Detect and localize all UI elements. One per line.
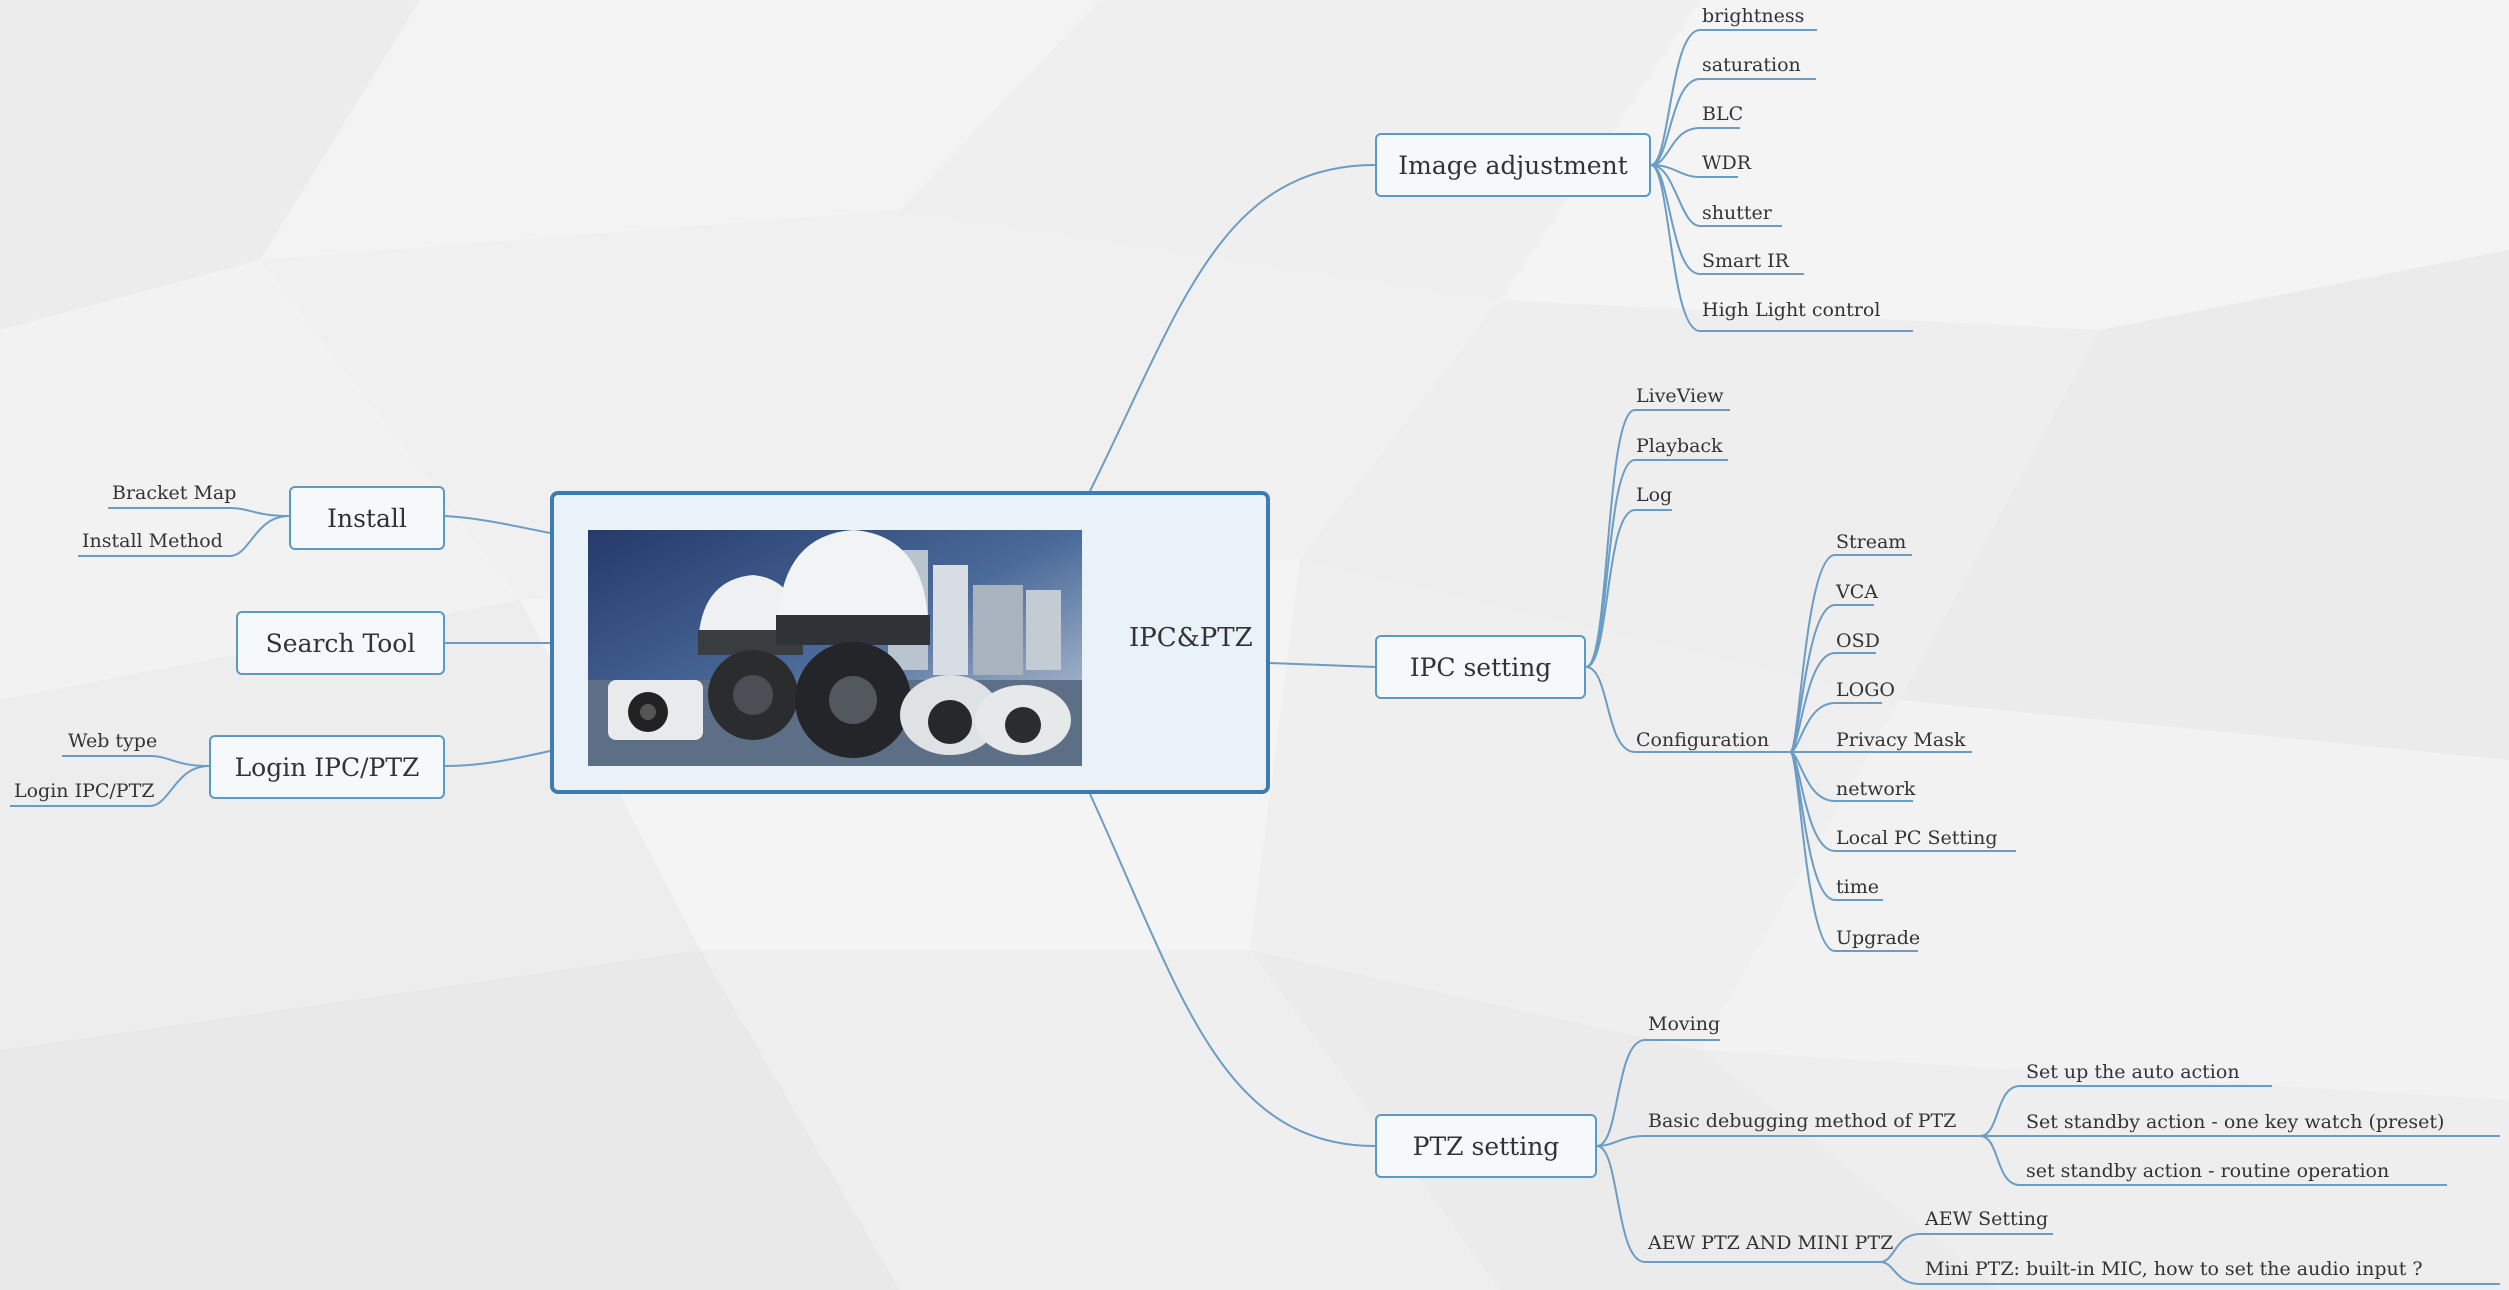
leaf-moving[interactable]: Moving [1648, 1013, 1721, 1035]
root-node[interactable]: IPC&PTZ [550, 491, 1270, 794]
leaf-saturation[interactable]: saturation [1702, 54, 1801, 76]
leaf-network[interactable]: network [1836, 778, 1916, 800]
leaf-smart-ir[interactable]: Smart IR [1702, 250, 1789, 272]
node-ptz-setting[interactable]: PTZ setting [1375, 1114, 1597, 1178]
leaf-vca[interactable]: VCA [1836, 581, 1878, 603]
leaf-one-key-watch[interactable]: Set standby action - one key watch (pres… [2026, 1111, 2445, 1133]
node-login[interactable]: Login IPC/PTZ [209, 735, 445, 799]
root-label: IPC&PTZ [1129, 623, 1253, 653]
leaf-local-pc-setting[interactable]: Local PC Setting [1836, 827, 1998, 849]
leaf-time[interactable]: time [1836, 876, 1879, 898]
leaf-blc[interactable]: BLC [1702, 103, 1744, 125]
leaf-mini-ptz-audio[interactable]: Mini PTZ: built-in MIC, how to set the a… [1925, 1258, 2423, 1280]
node-ipc-setting-label: IPC setting [1409, 652, 1552, 682]
leaf-osd[interactable]: OSD [1836, 630, 1880, 652]
leaf-web-type[interactable]: Web type [68, 730, 158, 752]
leaf-log[interactable]: Log [1636, 484, 1673, 506]
node-install-label: Install [327, 503, 407, 533]
node-search-tool-label: Search Tool [265, 628, 416, 658]
node-image-adjustment-label: Image adjustment [1398, 150, 1628, 180]
node-ipc-setting[interactable]: IPC setting [1375, 635, 1586, 699]
leaf-shutter[interactable]: shutter [1702, 202, 1772, 224]
leaf-logo[interactable]: LOGO [1836, 679, 1895, 701]
node-ptz-setting-label: PTZ setting [1412, 1131, 1560, 1161]
camera-photo [588, 530, 1082, 766]
leaf-stream[interactable]: Stream [1836, 531, 1907, 553]
leaf-high-light-control[interactable]: High Light control [1702, 299, 1881, 321]
leaf-brightness[interactable]: brightness [1702, 5, 1805, 27]
leaf-basic-debugging[interactable]: Basic debugging method of PTZ [1648, 1110, 1957, 1132]
leaf-wdr[interactable]: WDR [1702, 152, 1752, 174]
leaf-playback[interactable]: Playback [1636, 435, 1723, 457]
leaf-set-up-auto-action[interactable]: Set up the auto action [2026, 1061, 2240, 1083]
node-install[interactable]: Install [289, 486, 445, 550]
leaf-upgrade[interactable]: Upgrade [1836, 927, 1921, 949]
leaf-privacy-mask[interactable]: Privacy Mask [1836, 729, 1966, 751]
leaf-aew-ptz-mini-ptz[interactable]: AEW PTZ AND MINI PTZ [1648, 1232, 1894, 1254]
leaf-configuration[interactable]: Configuration [1636, 729, 1770, 751]
leaf-install-method[interactable]: Install Method [82, 530, 223, 552]
node-login-label: Login IPC/PTZ [234, 752, 420, 782]
node-search-tool[interactable]: Search Tool [236, 611, 445, 675]
leaf-liveview[interactable]: LiveView [1636, 385, 1724, 407]
leaf-login-ipc-ptz[interactable]: Login IPC/PTZ [14, 780, 155, 802]
node-image-adjustment[interactable]: Image adjustment [1375, 133, 1651, 197]
leaf-aew-setting[interactable]: AEW Setting [1925, 1208, 2049, 1230]
leaf-routine-operation[interactable]: set standby action - routine operation [2026, 1160, 2390, 1182]
leaf-bracket-map[interactable]: Bracket Map [112, 482, 237, 504]
